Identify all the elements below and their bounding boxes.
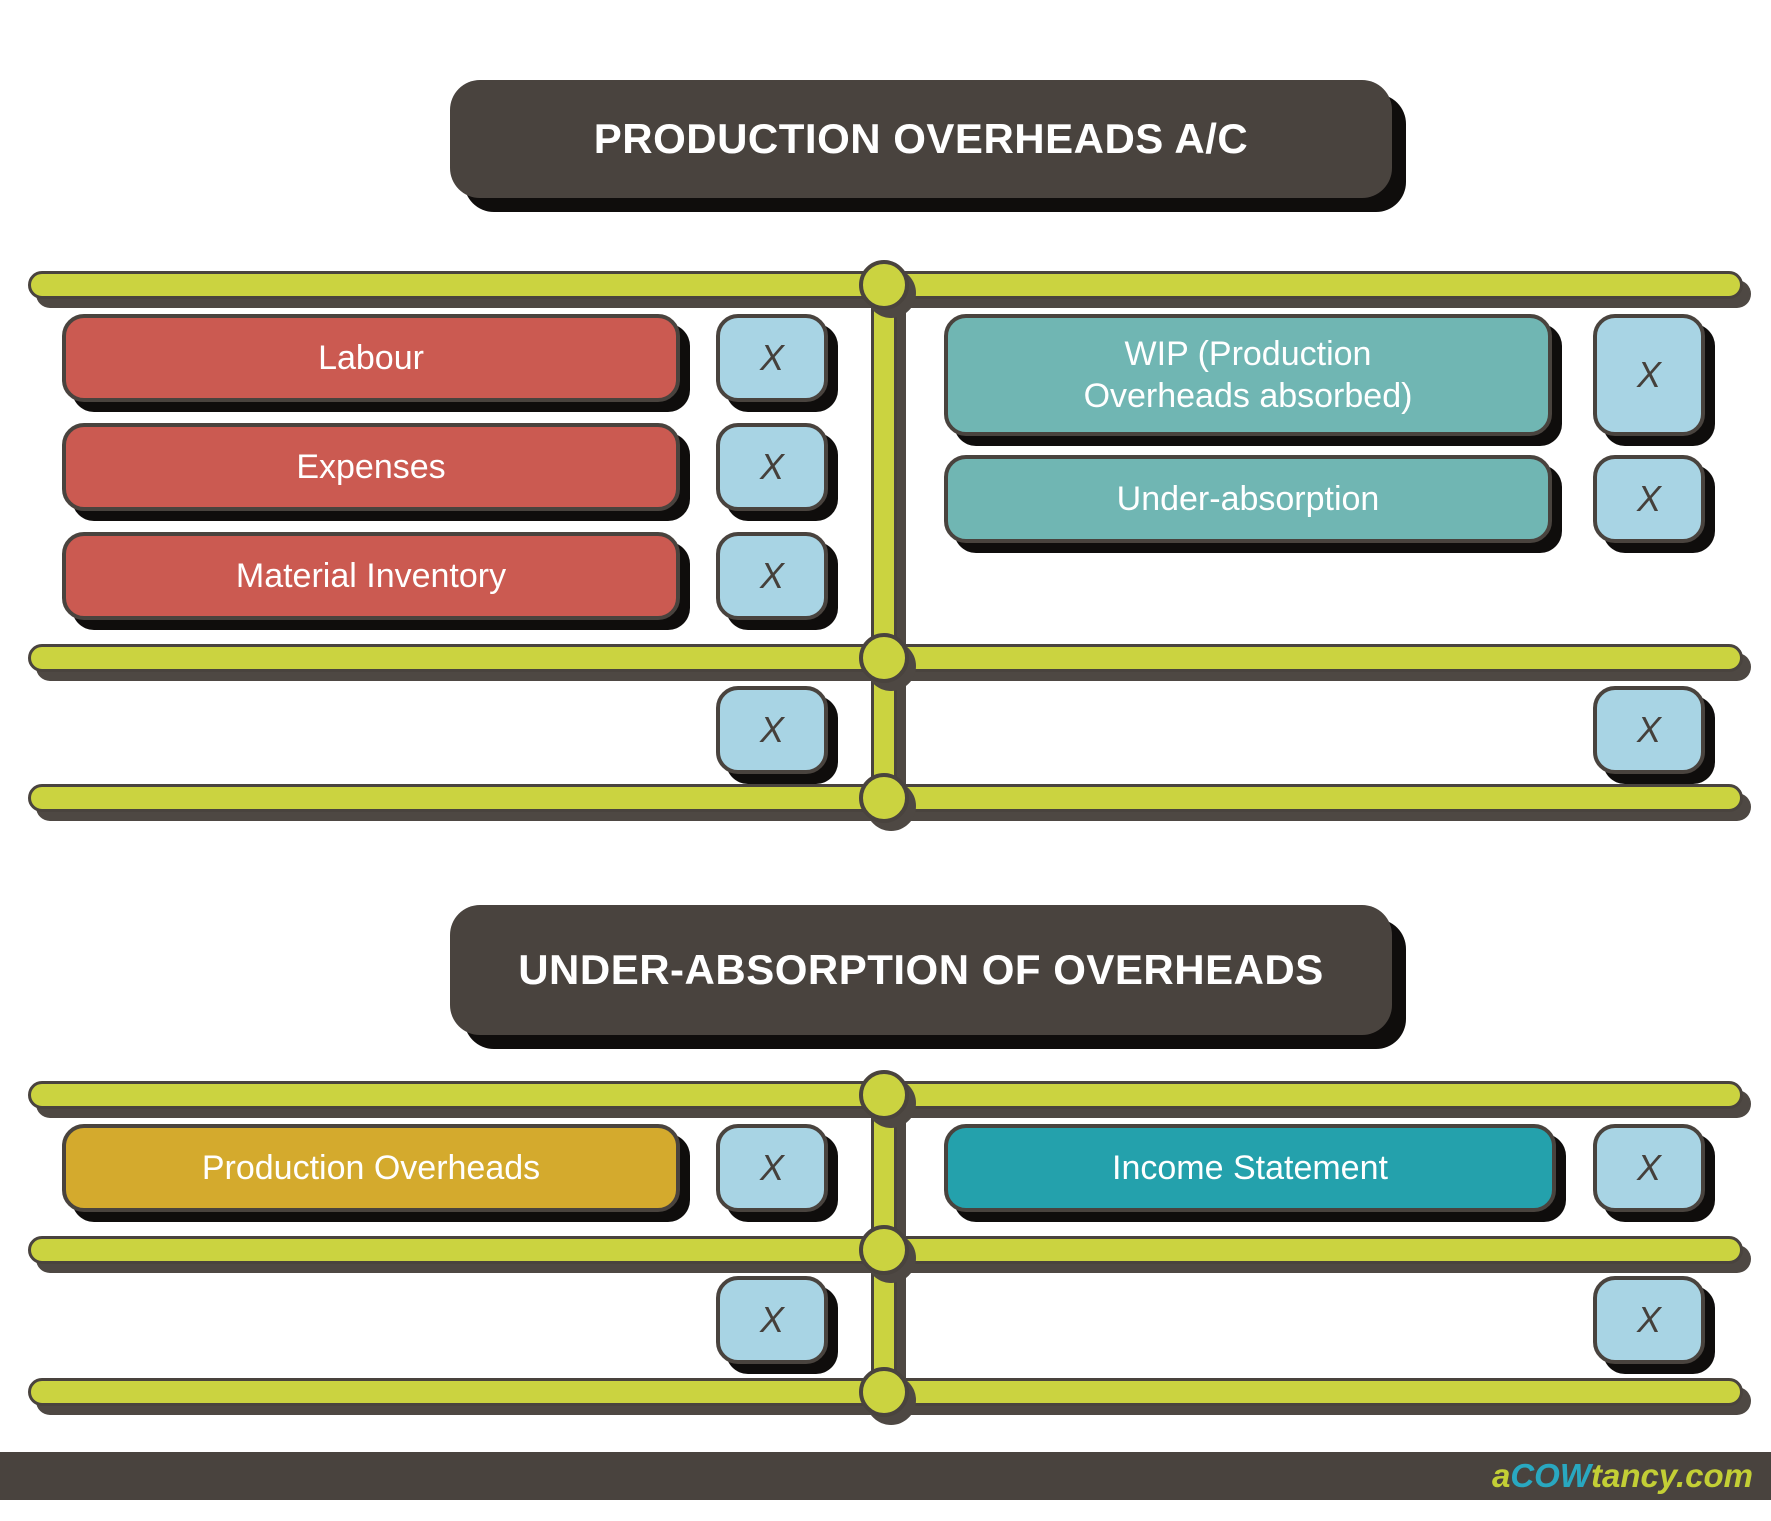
account1-credit-total-amount: X: [1593, 686, 1705, 774]
account1-debit-entry-material-inventory: Material Inventory: [62, 532, 680, 620]
account1-junction-middle: [859, 633, 909, 683]
logo-prefix: a: [1491, 1457, 1511, 1494]
account1-debit-amount-labour: X: [716, 314, 828, 402]
account1-junction-top: [859, 260, 909, 310]
account2-junction-middle: [859, 1225, 909, 1275]
account2-debit-amount-production-overheads: X: [716, 1124, 828, 1212]
account2-credit-total-amount: X: [1593, 1276, 1705, 1364]
account2-debit-total-amount: X: [716, 1276, 828, 1364]
logo-cow-text: COW: [1510, 1457, 1591, 1494]
account2-junction-bottom: [859, 1367, 909, 1417]
account1-debit-entry-labour: Labour: [62, 314, 680, 402]
account1-debit-total-amount: X: [716, 686, 828, 774]
account1-credit-amount-under-absorption: X: [1593, 455, 1705, 543]
account2-junction-top: [859, 1070, 909, 1120]
account2-header: UNDER-ABSORPTION OF OVERHEADS: [450, 905, 1392, 1035]
account1-credit-entry-under-absorption: Under-absorption: [944, 455, 1552, 543]
account1-debit-amount-expenses: X: [716, 423, 828, 511]
account1-center-divider: [871, 280, 897, 810]
logo-suffix: tancy.com: [1590, 1457, 1753, 1494]
account1-credit-entry-wip-line1: WIP (Production: [1124, 334, 1372, 373]
account2-credit-entry-income-statement: Income Statement: [944, 1124, 1556, 1212]
footer-bar: aCOWtancy.com: [0, 1452, 1771, 1500]
account2-debit-entry-production-overheads: Production Overheads: [62, 1124, 680, 1212]
account1-junction-bottom: [859, 773, 909, 823]
account1-debit-amount-material-inventory: X: [716, 532, 828, 620]
account1-credit-amount-wip: X: [1593, 314, 1705, 436]
account1-debit-entry-expenses: Expenses: [62, 423, 680, 511]
acowtancy-logo: aCOWtancy.com: [1492, 1457, 1753, 1495]
account1-credit-entry-wip: WIP (Production Overheads absorbed): [944, 314, 1552, 436]
account2-credit-amount-income-statement: X: [1593, 1124, 1705, 1212]
account1-header: PRODUCTION OVERHEADS A/C: [450, 80, 1392, 198]
account1-credit-entry-wip-line2: Overheads absorbed): [1083, 377, 1413, 415]
